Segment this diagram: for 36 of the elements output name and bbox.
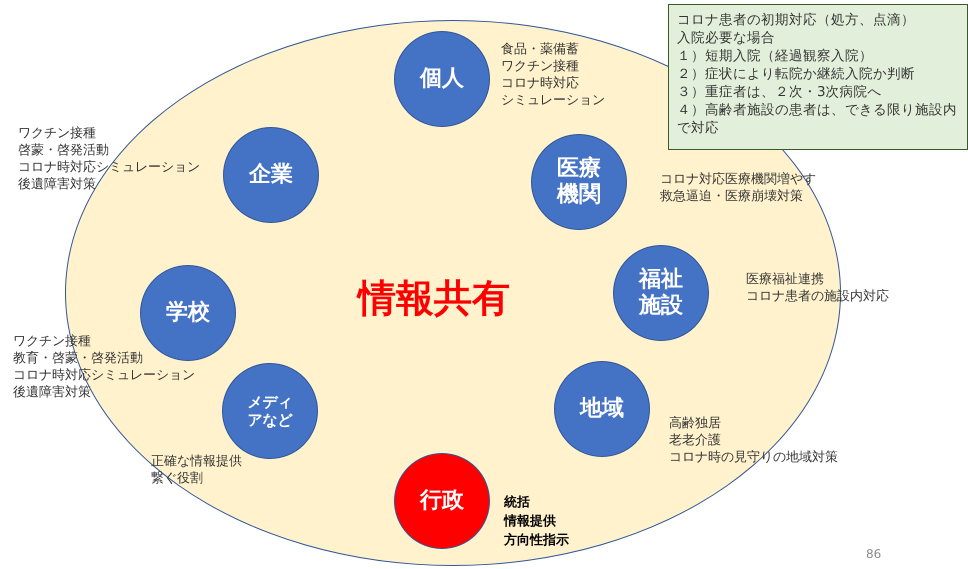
note-text: 教育・啓蒙・啓発活動 bbox=[13, 350, 144, 367]
page-number: 86 bbox=[866, 547, 882, 561]
node-label: 企業 bbox=[249, 162, 293, 188]
note-text: 食品・薬備蓄 bbox=[501, 41, 580, 58]
note-line: ３）重症者は、２次・3次病院へ bbox=[677, 83, 883, 101]
node-label: 個人 bbox=[420, 66, 464, 92]
note-text: 情報提供 bbox=[504, 513, 557, 531]
center-title: 情報共有 bbox=[358, 275, 510, 322]
note-line: ２）症状により転院か継続入院か判断 bbox=[677, 65, 916, 83]
note-text: 救急逼迫・医療崩壊対策 bbox=[660, 188, 804, 205]
node-label: 福祉施設 bbox=[637, 266, 684, 320]
note-text: 後遺障害対策 bbox=[18, 176, 97, 193]
note-text: コロナ時の見守りの地域対策 bbox=[669, 449, 838, 466]
note-text: 医療福祉連携 bbox=[746, 271, 825, 288]
note-text: 統括 bbox=[504, 494, 531, 512]
note-text: 老老介護 bbox=[669, 432, 722, 449]
node-label: 学校 bbox=[166, 300, 210, 326]
note-text: 後遺障害対策 bbox=[13, 384, 92, 401]
note-text: 啓蒙・啓発活動 bbox=[18, 142, 110, 159]
note-text: 方向性指示 bbox=[504, 532, 569, 550]
node-label: 地域 bbox=[580, 396, 624, 422]
note-text: 正確な情報提供 bbox=[151, 453, 242, 470]
note-box bbox=[668, 4, 968, 150]
note-text: コロナ時対応 bbox=[501, 75, 580, 92]
note-line: コロナ患者の初期対応（処方、点滴） bbox=[677, 11, 916, 29]
note-line: １）短期入院（経過観察入院） bbox=[677, 47, 874, 65]
node-label: 医療機関 bbox=[556, 156, 602, 208]
note-line: ４）高齢者施設の患者は、できる限り施設内で対応 bbox=[677, 101, 958, 137]
node-label: メディアなど bbox=[246, 393, 294, 429]
note-text: 高齢独居 bbox=[669, 415, 722, 432]
note-text: ワクチン接種 bbox=[18, 125, 97, 142]
note-line: 入院必要な場合 bbox=[677, 29, 776, 47]
note-text: コロナ時対応シミュレーション bbox=[18, 159, 200, 176]
note-text: ワクチン接種 bbox=[501, 58, 580, 75]
node-label: 行政 bbox=[420, 488, 464, 514]
note-text: シミュレーション bbox=[501, 92, 605, 109]
